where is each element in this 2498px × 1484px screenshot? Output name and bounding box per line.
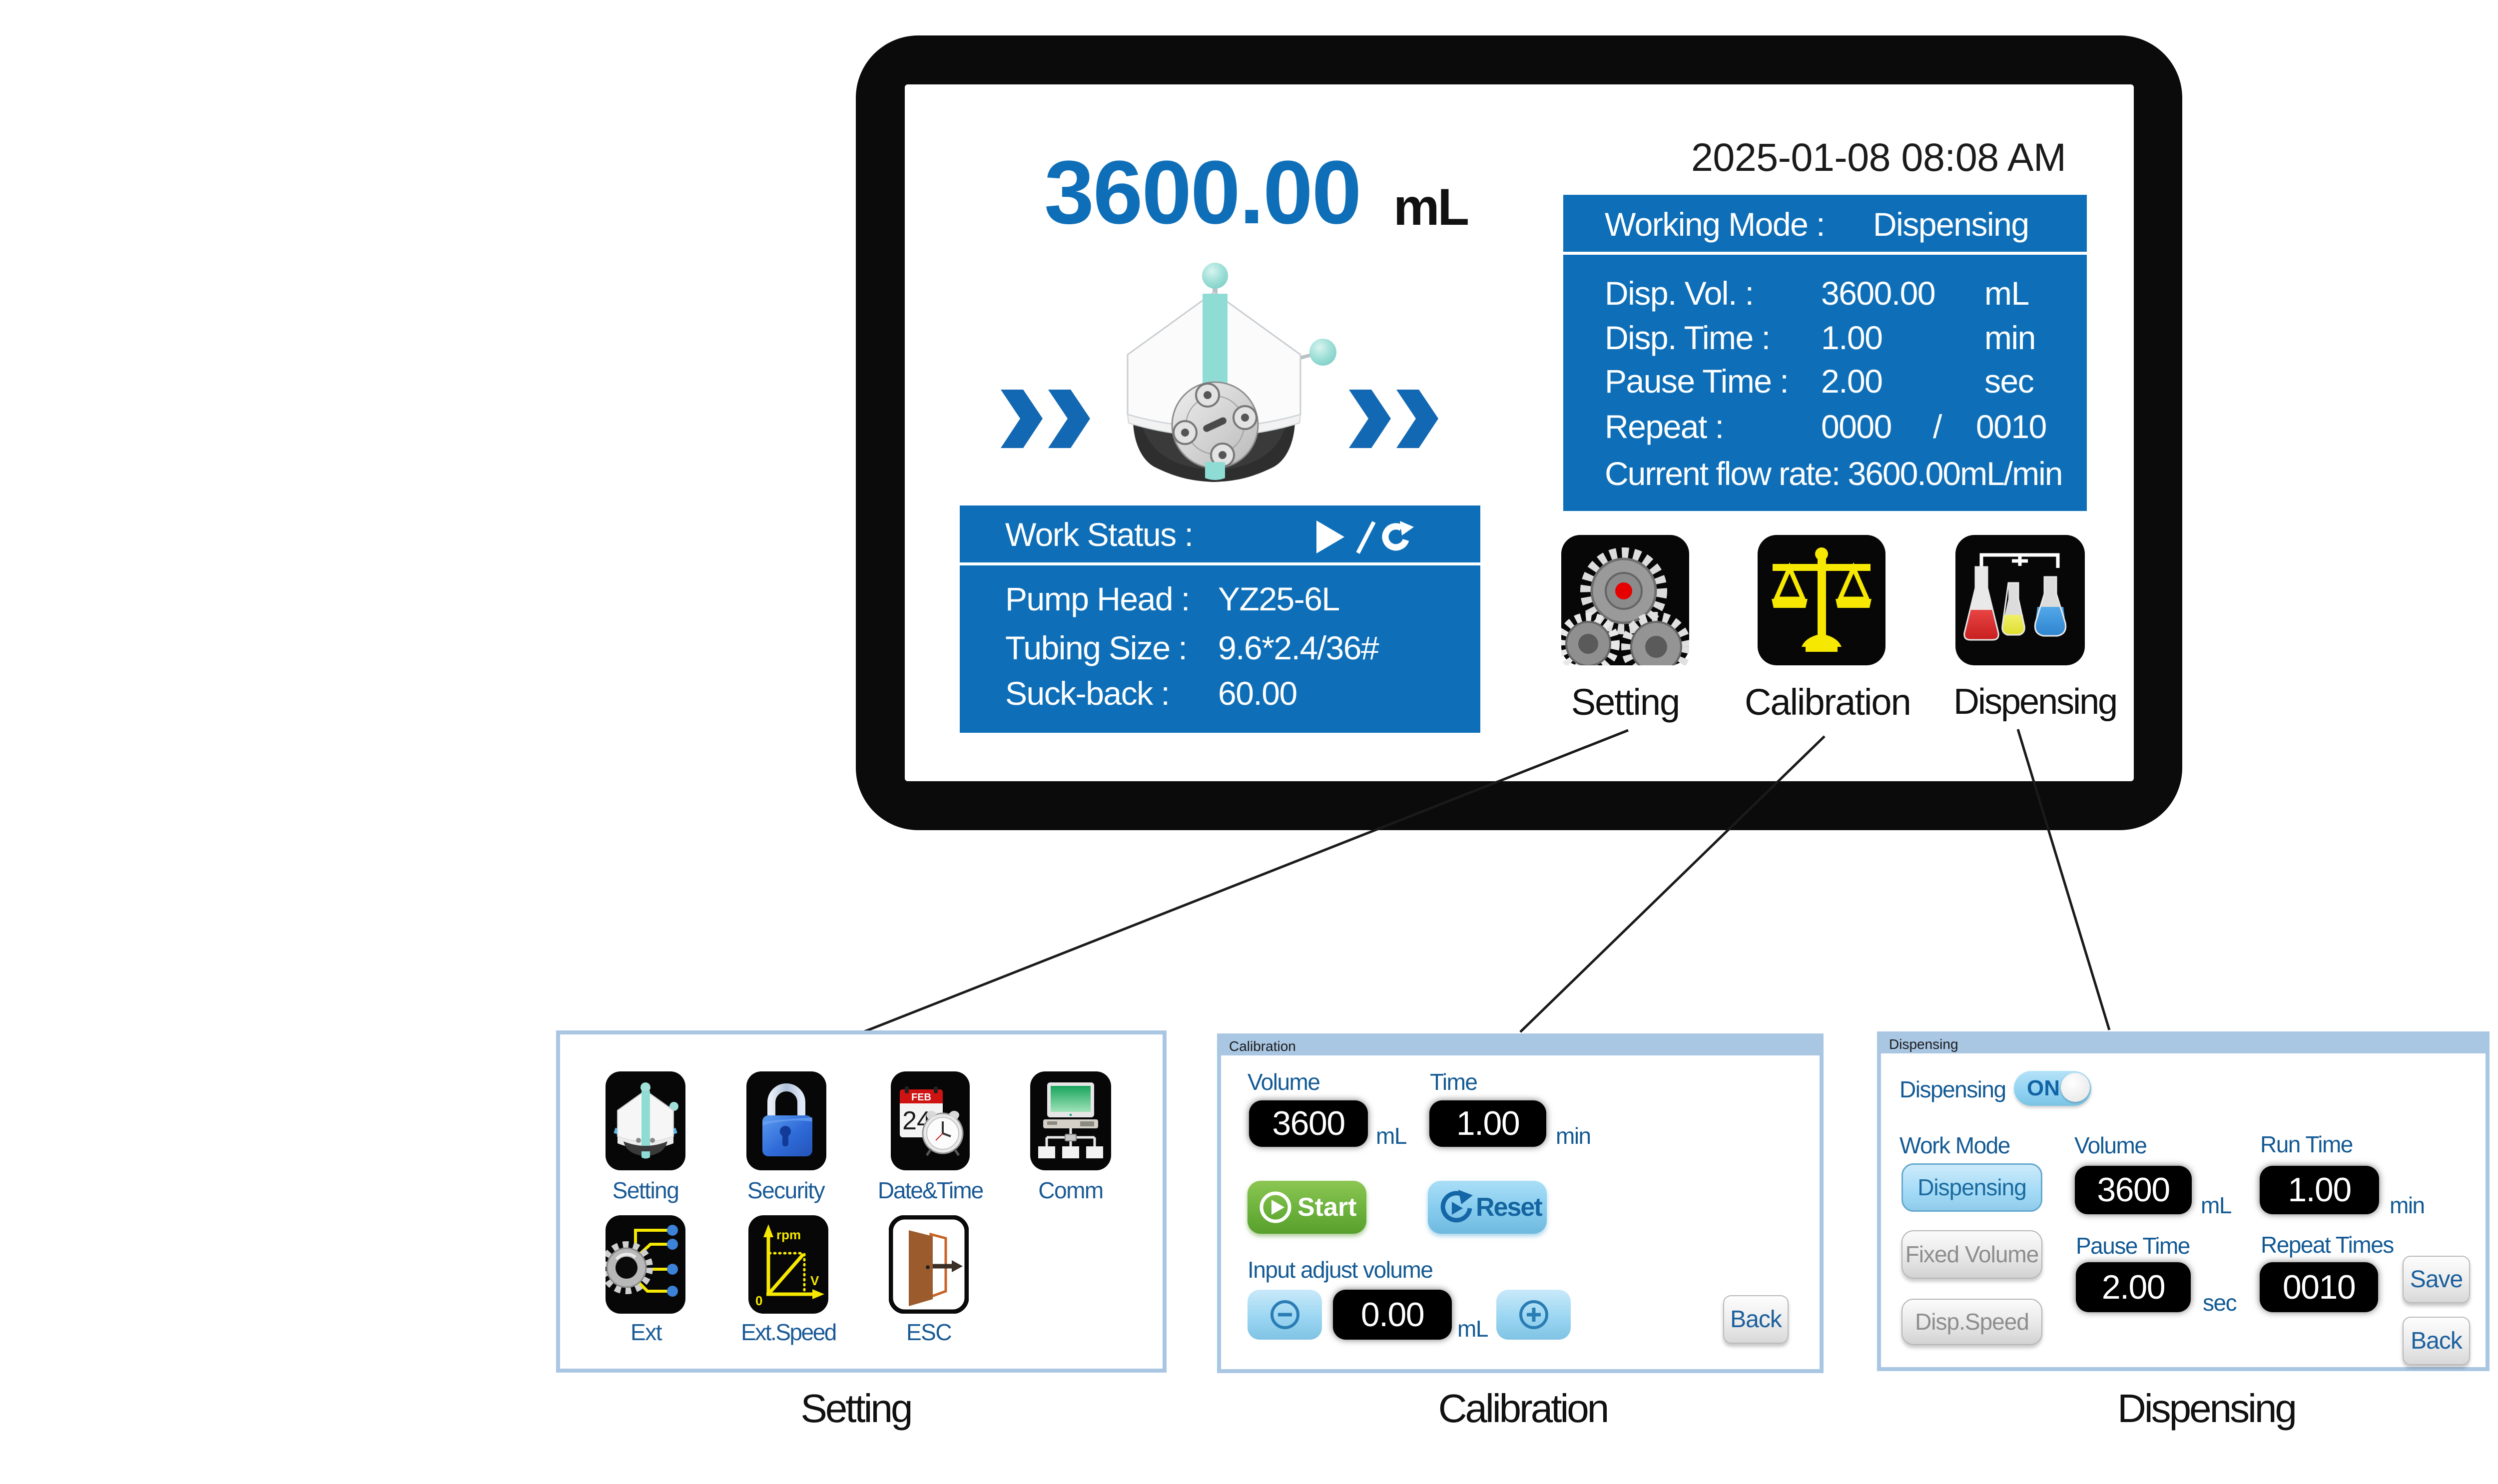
svg-text:0: 0 bbox=[755, 1293, 762, 1308]
svg-text:FEB: FEB bbox=[911, 1092, 931, 1103]
svg-text:V: V bbox=[810, 1273, 819, 1288]
svg-text:rpm: rpm bbox=[776, 1227, 801, 1242]
